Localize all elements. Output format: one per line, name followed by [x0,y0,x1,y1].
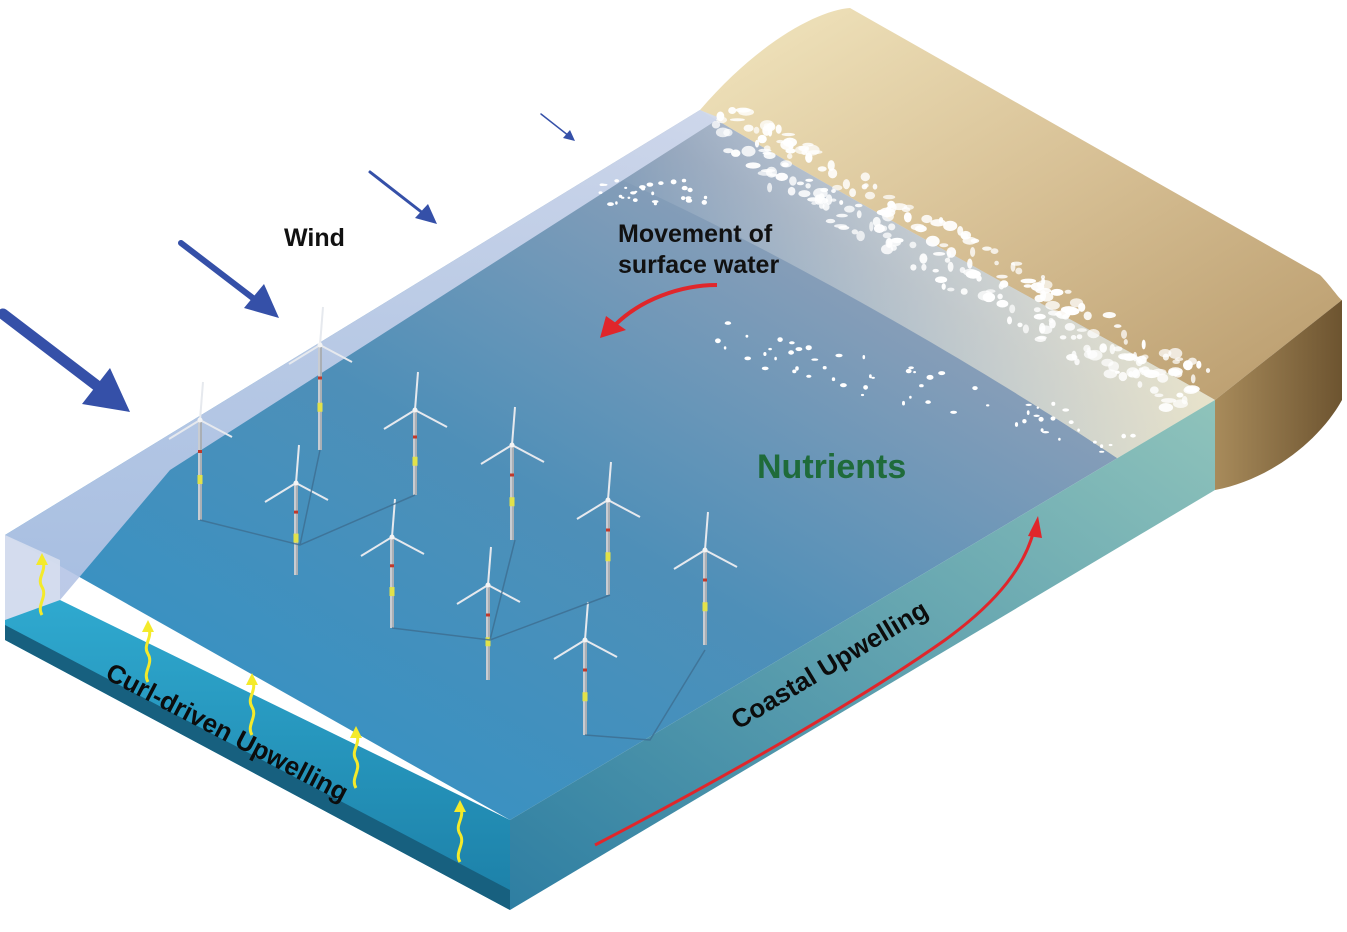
curl-upwelling-arrows [36,553,466,863]
upwelling-arrow-icon [36,553,48,616]
wind-arrow-icon [540,113,575,141]
front-face [5,600,510,910]
surface-current-arrow [600,283,718,338]
surface-water-label-line1: Movement of [618,220,773,248]
wind-arrow-icon [178,240,279,318]
wind-turbine-icon [576,461,641,595]
wind-farm [168,306,738,735]
foam-icon [598,107,1211,453]
cables [199,449,706,741]
nutrients-label: Nutrients [757,448,906,486]
air-layer [5,110,720,620]
upwelling-arrow-icon [142,620,154,683]
upwelling-arrow-icon [454,800,466,863]
wind-turbine-icon [168,381,233,520]
wind-arrow-icon [0,308,130,412]
surface-water-label-line2: surface water [618,251,779,279]
wind-turbine-icon [553,601,618,735]
upwelling-arrow-icon [246,673,258,736]
wind-label: Wind [284,224,345,252]
beach-land [700,8,1342,490]
coastal-current-arrow [594,516,1042,847]
wind-turbine-icon [383,371,448,495]
wind-turbine-icon [456,546,521,680]
wind-turbine-icon [673,511,738,645]
wind-turbine-icon [480,406,545,540]
wind-arrow-icon [368,170,437,224]
wind-arrows [0,113,575,412]
upwelling-arrow-icon [350,726,362,789]
wind-turbine-icon [360,498,425,628]
wind-turbine-icon [288,306,353,450]
wind-turbine-icon [264,444,329,575]
